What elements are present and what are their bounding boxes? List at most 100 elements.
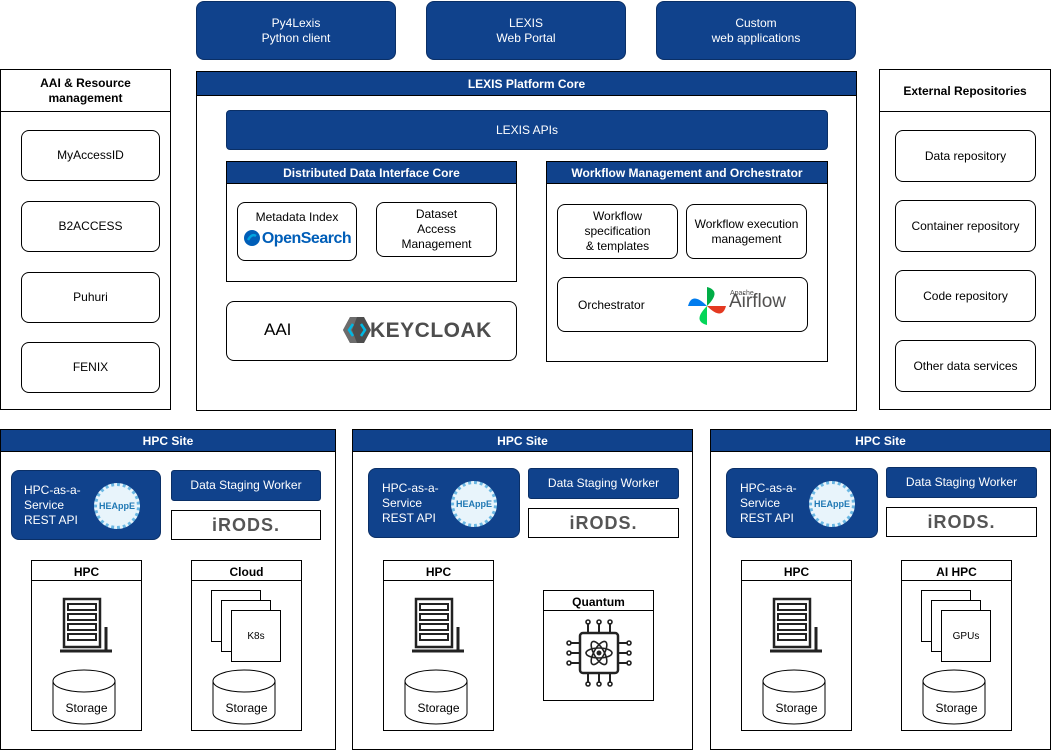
heappe-text: HEAppE [814, 498, 850, 509]
storage-cylinder-icon [762, 669, 826, 725]
haas-line1: HPC-as-a- [24, 482, 81, 497]
spec-line2: specification [584, 224, 651, 238]
irods-logo: iRODS. [569, 512, 638, 533]
hpc-resource-box: HPC Storage [383, 560, 494, 731]
data-staging-worker-box: Data Staging Worker [886, 467, 1037, 498]
heappe-logo: HEAppE [809, 481, 855, 527]
aai-title-line1: AAI & Resource [40, 75, 131, 90]
ddi-core-title: Distributed Data Interface Core [227, 162, 516, 184]
irods-box: iRODS. [886, 507, 1037, 537]
quantum-resource-box: Quantum [543, 590, 654, 701]
aai-resource-title: AAI & Resource management [1, 70, 170, 112]
external-repos-panel: External Repositories Data repository Co… [879, 69, 1051, 410]
gpus-stack-front: GPUs [941, 610, 991, 662]
haas-line3: REST API [382, 510, 436, 525]
keycloak-icon [343, 317, 371, 343]
storage-cylinder-icon [52, 669, 116, 725]
irods-box: iRODS. [528, 508, 679, 538]
orchestrator-label: Orchestrator [578, 298, 645, 312]
haas-rest-api-box: HPC-as-a- Service REST API HEAppE [368, 468, 520, 538]
irods-box: iRODS. [171, 510, 321, 540]
exec-line2: management [711, 231, 782, 246]
web-portal-label: LEXIS [508, 15, 544, 30]
aai-label: AAI [264, 320, 292, 339]
hpc-site-1: HPC Site HPC-as-a- Service REST API HEAp… [0, 429, 336, 750]
orchestrator-box: Orchestrator Apache Airflow [557, 277, 808, 332]
haas-line1: HPC-as-a- [382, 480, 439, 495]
keycloak-text: KEYCLOAK [370, 318, 492, 342]
heappe-logo: HEAppE [451, 481, 497, 527]
custom-apps-box: Custom web applications [656, 1, 856, 60]
hpc-resource-title: HPC [742, 561, 851, 581]
hpc-site-title: HPC Site [1, 430, 335, 452]
hpc-resource-box: HPC Storage [31, 560, 142, 731]
fenix-box: FENIX [21, 342, 160, 393]
custom-apps-label: Custom [735, 15, 777, 30]
storage-label: Storage [935, 701, 978, 715]
b2access-box: B2ACCESS [21, 201, 160, 252]
quantum-chip-icon [566, 619, 632, 687]
hpc-site-3: HPC Site HPC-as-a- Service REST API HEAp… [710, 429, 1051, 750]
storage-cylinder-icon [404, 669, 468, 725]
haas-rest-api-box: HPC-as-a- Service REST API HEAppE [11, 470, 161, 540]
data-staging-worker-box: Data Staging Worker [171, 470, 321, 501]
dataset-line3: Management [401, 237, 472, 251]
lexis-apis-bar: LEXIS APIs [226, 110, 828, 150]
hpc-site-2: HPC Site HPC-as-a- Service REST API HEAp… [352, 429, 693, 750]
platform-core-title: LEXIS Platform Core [197, 72, 856, 96]
haas-rest-api-box: HPC-as-a- Service REST API HEAppE [726, 468, 878, 538]
opensearch-text: OpenSearch [261, 229, 352, 247]
hpc-site-title: HPC Site [353, 430, 692, 452]
airflow-logo-text: Airflow [729, 291, 787, 312]
hpc-site-title: HPC Site [711, 430, 1050, 452]
irods-logo: iRODS. [211, 514, 280, 535]
data-staging-worker-box: Data Staging Worker [528, 468, 679, 499]
dataset-line1: Dataset [415, 207, 458, 221]
workflow-mgmt-title: Workflow Management and Orchestrator [547, 162, 827, 184]
haas-line3: REST API [740, 510, 794, 525]
dataset-access-box: Dataset Access Management [376, 202, 497, 257]
custom-apps-sub: web applications [711, 30, 801, 45]
quantum-resource-title: Quantum [544, 591, 653, 611]
aai-keycloak-box: AAI KEYCLOAK [226, 301, 517, 361]
haas-line1: HPC-as-a- [740, 480, 797, 495]
k8s-stack-front: K8s [231, 610, 281, 662]
storage-label: Storage [417, 701, 460, 715]
workflow-mgmt-panel: Workflow Management and Orchestrator Wor… [546, 161, 828, 362]
py4lexis-sub: Python client [261, 30, 331, 45]
container-repository-box: Container repository [895, 200, 1036, 252]
myaccessid-box: MyAccessID [21, 130, 160, 181]
airflow-apache-label: Apache [730, 290, 754, 297]
haas-line2: Service [24, 497, 65, 512]
haas-line2: Service [740, 495, 781, 510]
ai-hpc-resource-box: AI HPC GPUs Storage [901, 560, 1012, 731]
puhuri-box: Puhuri [21, 272, 160, 323]
lexis-platform-core: LEXIS Platform Core LEXIS APIs Distribut… [196, 71, 857, 411]
opensearch-logo: OpenSearch [243, 229, 352, 247]
workflow-exec-box: Workflow execution management [686, 204, 807, 259]
workflow-spec-box: Workflow specification & templates [557, 204, 678, 259]
external-repos-title: External Repositories [880, 70, 1050, 112]
heappe-text: HEAppE [456, 498, 492, 509]
storage-label: Storage [65, 701, 108, 715]
cloud-resource-box: Cloud K8s Storage [191, 560, 302, 731]
irods-logo: iRODS. [927, 511, 996, 532]
ai-hpc-resource-title: AI HPC [902, 561, 1011, 581]
server-rack-icon [770, 597, 822, 653]
aai-title-line2: management [48, 90, 123, 105]
hpc-resource-box: HPC Storage [741, 560, 852, 731]
heappe-text: HEAppE [99, 500, 135, 511]
staging-label: Data Staging Worker [547, 476, 660, 490]
cloud-resource-title: Cloud [192, 561, 301, 581]
aai-resource-panel: AAI & Resource management MyAccessID B2A… [0, 69, 171, 410]
storage-label: Storage [775, 701, 818, 715]
airflow-pinwheel-icon [688, 287, 726, 325]
storage-cylinder-icon [922, 669, 986, 725]
hpc-resource-title: HPC [384, 561, 493, 581]
haas-line2: Service [382, 495, 423, 510]
storage-label: Storage [225, 701, 268, 715]
spec-line3: & templates [585, 239, 650, 253]
staging-label: Data Staging Worker [190, 478, 302, 492]
code-repository-box: Code repository [895, 270, 1036, 322]
exec-line1: Workflow execution [694, 216, 799, 231]
